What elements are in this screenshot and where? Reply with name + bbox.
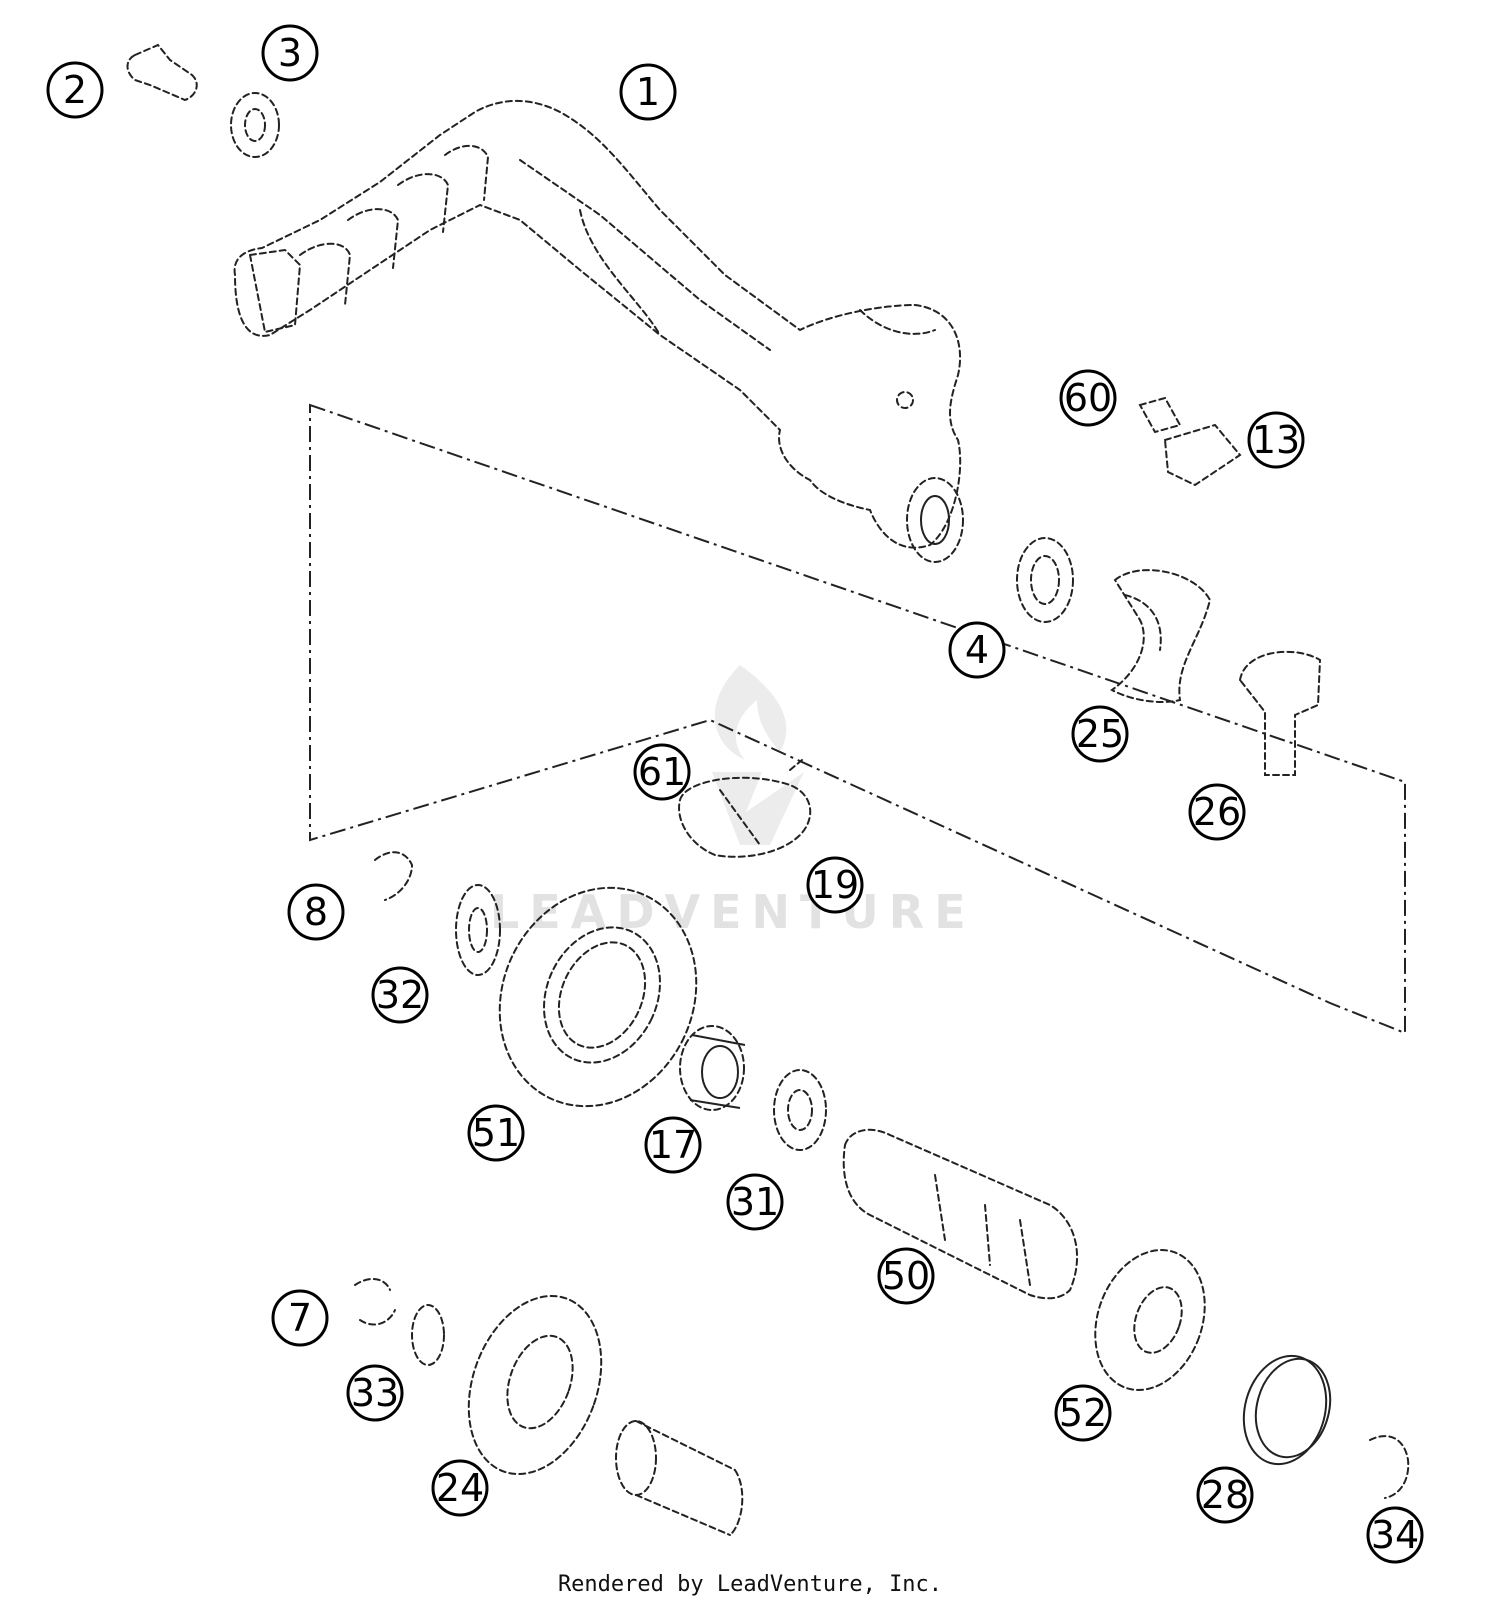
ratchet-part — [678, 759, 812, 858]
drive-gear-part — [1094, 1249, 1206, 1391]
render-credit: Rendered by LeadVenture, Inc. — [557, 1572, 943, 1597]
callout-50: 50 — [877, 1247, 935, 1305]
callout-33: 33 — [346, 1364, 404, 1422]
svg-text:52: 52 — [1059, 1391, 1107, 1435]
callout-32: 32 — [371, 966, 429, 1024]
svg-text:61: 61 — [638, 750, 686, 794]
svg-text:17: 17 — [649, 1123, 697, 1167]
watermark-text: LEADVENTURE — [490, 885, 976, 939]
callout-1: 1 — [619, 63, 677, 121]
circlip-part — [374, 851, 414, 901]
callout-17: 17 — [644, 1116, 702, 1174]
lock-ring-part — [354, 1278, 396, 1326]
callout-51: 51 — [467, 1104, 525, 1162]
svg-text:33: 33 — [351, 1371, 399, 1415]
kickstarter-gear-part — [498, 886, 698, 1108]
lever-bolt-part — [126, 43, 198, 102]
svg-text:8: 8 — [304, 890, 328, 934]
callout-8: 8 — [287, 883, 345, 941]
callout-7: 7 — [271, 1289, 329, 1347]
callout-60: 60 — [1059, 369, 1117, 427]
callout-3: 3 — [261, 24, 319, 82]
svg-text:3: 3 — [278, 31, 302, 75]
callout-26: 26 — [1188, 783, 1246, 841]
kickstarter-lever — [233, 99, 964, 563]
leadventure-watermark: LEADVENTURE — [490, 665, 976, 939]
kickstarter-spring-part — [1110, 569, 1212, 703]
svg-text:32: 32 — [376, 973, 424, 1017]
callout-28: 28 — [1196, 1466, 1254, 1524]
svg-text:13: 13 — [1252, 418, 1300, 462]
idler-gear-part — [467, 1294, 603, 1476]
svg-text:1: 1 — [636, 70, 660, 114]
svg-text:2: 2 — [63, 68, 87, 112]
svg-text:51: 51 — [472, 1111, 520, 1155]
callout-61: 61 — [633, 743, 691, 801]
pinch-bolt-part — [1138, 396, 1242, 487]
callout-52: 52 — [1054, 1384, 1112, 1442]
svg-text:34: 34 — [1371, 1513, 1419, 1557]
shim-washer-part — [411, 1304, 445, 1366]
thrust-washer-part — [455, 884, 501, 976]
callout-31: 31 — [726, 1173, 784, 1231]
svg-text:24: 24 — [436, 1466, 484, 1510]
callout-25: 25 — [1071, 705, 1129, 763]
seal-ring-part — [1016, 537, 1074, 623]
end-washer-part — [1369, 1435, 1410, 1499]
leadventure-flame-logo — [712, 665, 804, 845]
svg-text:25: 25 — [1076, 712, 1124, 756]
needle-bearing-part — [679, 1025, 746, 1111]
svg-text:60: 60 — [1064, 376, 1112, 420]
callout-2: 2 — [46, 61, 104, 119]
svg-text:7: 7 — [288, 1296, 312, 1340]
callout-24: 24 — [431, 1459, 489, 1517]
callout-4: 4 — [948, 621, 1006, 679]
svg-text:19: 19 — [811, 863, 859, 907]
svg-text:28: 28 — [1201, 1473, 1249, 1517]
assembly-boundary — [309, 403, 1406, 1035]
callout-13: 13 — [1247, 411, 1305, 469]
spring-guide-part — [1238, 650, 1322, 776]
callout-19: 19 — [806, 856, 864, 914]
svg-text:26: 26 — [1193, 790, 1241, 834]
callout-34: 34 — [1366, 1506, 1424, 1564]
retaining-ring-part — [1242, 1354, 1332, 1466]
svg-text:4: 4 — [965, 628, 989, 672]
spacer-washer-part — [773, 1069, 827, 1151]
gear-pin-part — [615, 1420, 744, 1536]
washer-part — [230, 92, 280, 158]
svg-text:31: 31 — [731, 1180, 779, 1224]
svg-text:50: 50 — [882, 1254, 930, 1298]
kickstarter-shaft-part — [842, 1128, 1078, 1300]
